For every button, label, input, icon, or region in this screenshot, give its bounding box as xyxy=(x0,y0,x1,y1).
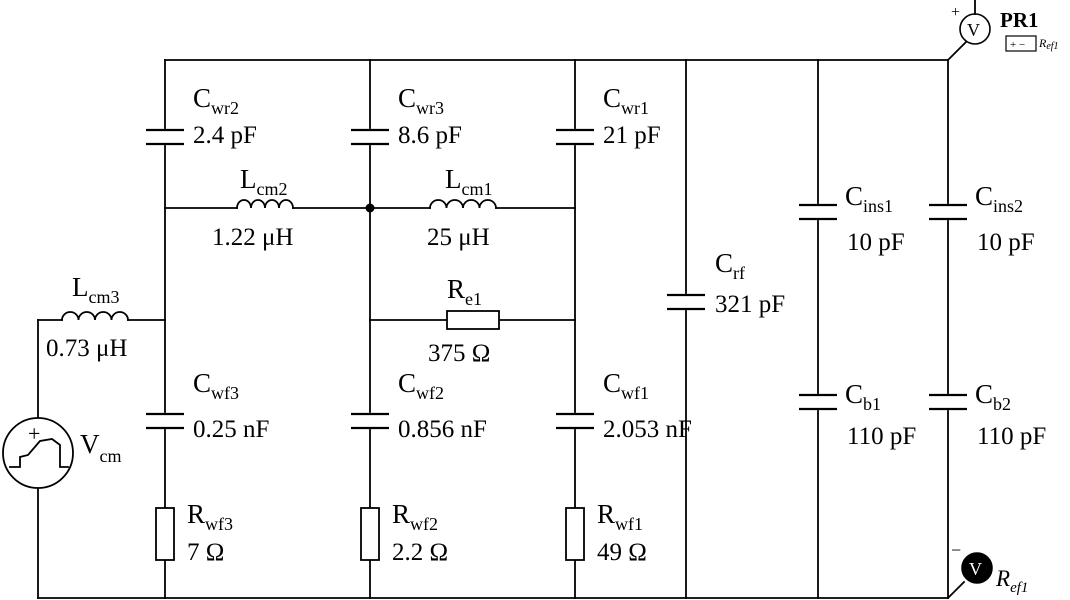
label-Cwr3: Cwr3 xyxy=(398,83,444,118)
meter-name: PR1 xyxy=(1000,8,1039,32)
label-Cwr2: Cwr2 xyxy=(193,83,239,118)
value-Cwr2: 2.4 pF xyxy=(193,122,257,149)
value-Cb2: 110 pF xyxy=(977,423,1046,450)
voltage-source-icon: + xyxy=(2,417,74,489)
value-Rwf2: 2.2 Ω xyxy=(392,539,448,566)
capacitor-Cwr3 xyxy=(351,128,389,146)
capacitor-Cwr1 xyxy=(556,128,594,146)
label-Cins2: Cins2 xyxy=(975,181,1023,216)
svg-text:Ref1: Ref1 xyxy=(995,566,1028,596)
svg-text:+ −: + − xyxy=(1010,39,1025,51)
label-Rwf3: Rwf3 xyxy=(187,499,233,534)
value-Rwf3: 7 Ω xyxy=(187,539,224,566)
inductor-symbols xyxy=(61,199,497,321)
capacitor-Crf xyxy=(667,293,705,311)
svg-text:V: V xyxy=(967,20,980,40)
value-Crf: 321 pF xyxy=(715,291,785,318)
capacitor-Cwf1 xyxy=(556,412,594,430)
value-Cins2: 10 pF xyxy=(977,229,1035,256)
capacitor-Cwf3 xyxy=(146,412,184,430)
wires xyxy=(37,40,968,600)
resistor-Rwf2 xyxy=(360,507,380,561)
svg-text:V: V xyxy=(969,559,982,579)
svg-text:+: + xyxy=(951,4,960,21)
value-Lcm2: 1.22 μH xyxy=(212,224,293,251)
label-Cb2: Cb2 xyxy=(975,379,1011,414)
label-Cwr1: Cwr1 xyxy=(603,83,649,118)
capacitor-Cins2 xyxy=(929,203,967,221)
label-Lcm3: Lcm3 xyxy=(72,272,120,307)
label-Cwf3: Cwf3 xyxy=(193,368,239,403)
value-Rwf1: 49 Ω xyxy=(597,539,647,566)
label-Rwf1: Rwf1 xyxy=(597,499,643,534)
inductor-Lcm2 xyxy=(236,199,294,209)
value-Cwf1: 2.053 nF xyxy=(603,416,692,443)
label-Cins1: Cins1 xyxy=(845,181,893,216)
value-Cwf3: 0.25 nF xyxy=(193,416,269,443)
value-Re1: 375 Ω xyxy=(428,340,490,367)
capacitor-Cwr2 xyxy=(146,128,184,146)
voltmeter-icon xyxy=(961,552,993,584)
label-Lcm2: Lcm2 xyxy=(240,164,288,199)
label-Crf: Crf xyxy=(715,248,745,283)
component-labels: Cwr2 2.4 pF Cwr3 8.6 pF Cwr1 21 pF Lcm2 … xyxy=(46,83,1046,566)
label-Cwf2: Cwf2 xyxy=(398,368,444,403)
junction-dot xyxy=(365,203,375,213)
resistor-Re1 xyxy=(446,310,500,330)
label-Re1: Re1 xyxy=(447,274,482,309)
capacitor-symbols xyxy=(146,128,967,430)
value-Cwr1: 21 pF xyxy=(603,122,661,149)
capacitor-Cb2 xyxy=(929,393,967,411)
capacitor-Cins1 xyxy=(799,203,837,221)
voltmeter-bottom: − V Ref1 xyxy=(951,540,1028,596)
resistor-symbols xyxy=(155,310,585,561)
label-Cb1: Cb1 xyxy=(845,379,881,414)
value-Cb1: 110 pF xyxy=(847,423,916,450)
resistor-Rwf3 xyxy=(155,507,175,561)
label-Cwf1: Cwf1 xyxy=(603,368,649,403)
label-Lcm1: Lcm1 xyxy=(445,164,493,199)
capacitor-Cwf2 xyxy=(351,412,389,430)
value-Cins1: 10 pF xyxy=(847,229,905,256)
value-Lcm1: 25 μH xyxy=(427,224,490,251)
label-Rwf2: Rwf2 xyxy=(392,499,438,534)
value-Lcm3: 0.73 μH xyxy=(46,335,127,362)
svg-text:−: − xyxy=(951,540,961,560)
svg-text:+: + xyxy=(28,421,40,446)
source-label: Vcm xyxy=(80,429,122,466)
capacitor-Cb1 xyxy=(799,393,837,411)
voltmeter-top: V + PR1 + − Ref1 xyxy=(951,0,1059,52)
inductor-Lcm1 xyxy=(429,199,497,209)
inductor-Lcm3 xyxy=(61,311,129,321)
svg-text:Ref1: Ref1 xyxy=(1038,36,1059,52)
value-Cwr3: 8.6 pF xyxy=(398,122,462,149)
value-Cwf2: 0.856 nF xyxy=(398,416,487,443)
resistor-Rwf1 xyxy=(565,507,585,561)
